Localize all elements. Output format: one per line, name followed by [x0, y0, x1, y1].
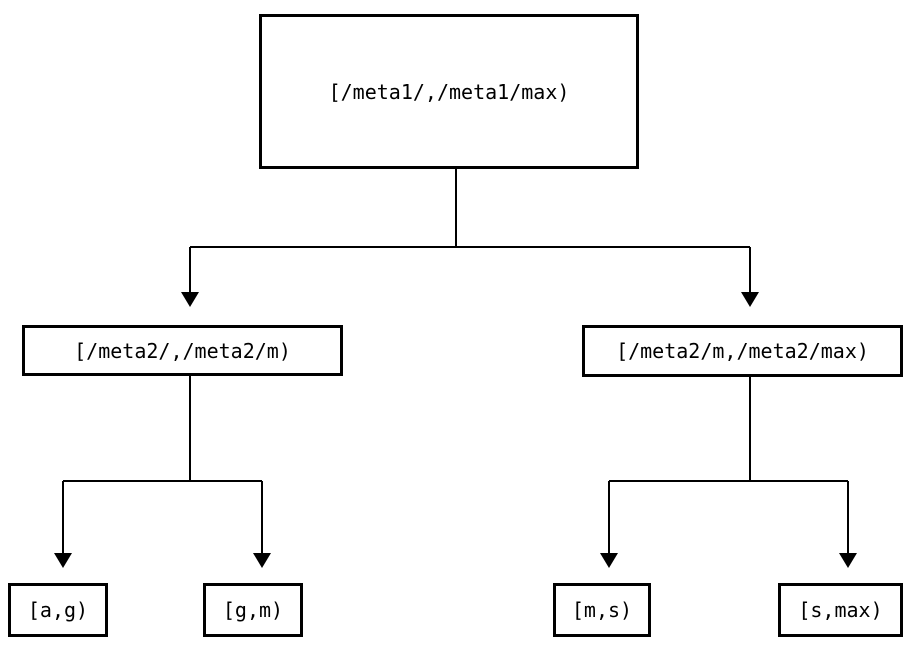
arrowhead-to-left-node-icon: [181, 292, 199, 307]
node-label: [a,g): [27, 598, 89, 622]
arrowhead-to-right-node-icon: [741, 292, 759, 307]
arrowhead-to-leaf-ag-icon: [54, 553, 72, 568]
node-meta2-high-interval: [/meta2/m,/meta2/max): [582, 325, 903, 377]
leaf-node-m-s: [m,s): [553, 583, 651, 637]
node-label: [s,max): [798, 598, 883, 622]
node-label: [g,m): [222, 598, 284, 622]
arrowhead-to-leaf-ms-icon: [600, 553, 618, 568]
node-label: [/meta1/,/meta1/max): [328, 79, 570, 104]
leaf-node-a-g: [a,g): [8, 583, 108, 637]
leaf-node-g-m: [g,m): [203, 583, 303, 637]
arrowhead-to-leaf-smax-icon: [839, 553, 857, 568]
node-label: [/meta2/,/meta2/m): [74, 338, 291, 363]
node-label: [m,s): [571, 598, 633, 622]
node-root-interval: [/meta1/,/meta1/max): [259, 14, 639, 169]
leaf-node-s-max: [s,max): [778, 583, 903, 637]
node-label: [/meta2/m,/meta2/max): [616, 339, 869, 363]
node-meta2-low-interval: [/meta2/,/meta2/m): [22, 325, 343, 376]
arrowhead-to-leaf-gm-icon: [253, 553, 271, 568]
